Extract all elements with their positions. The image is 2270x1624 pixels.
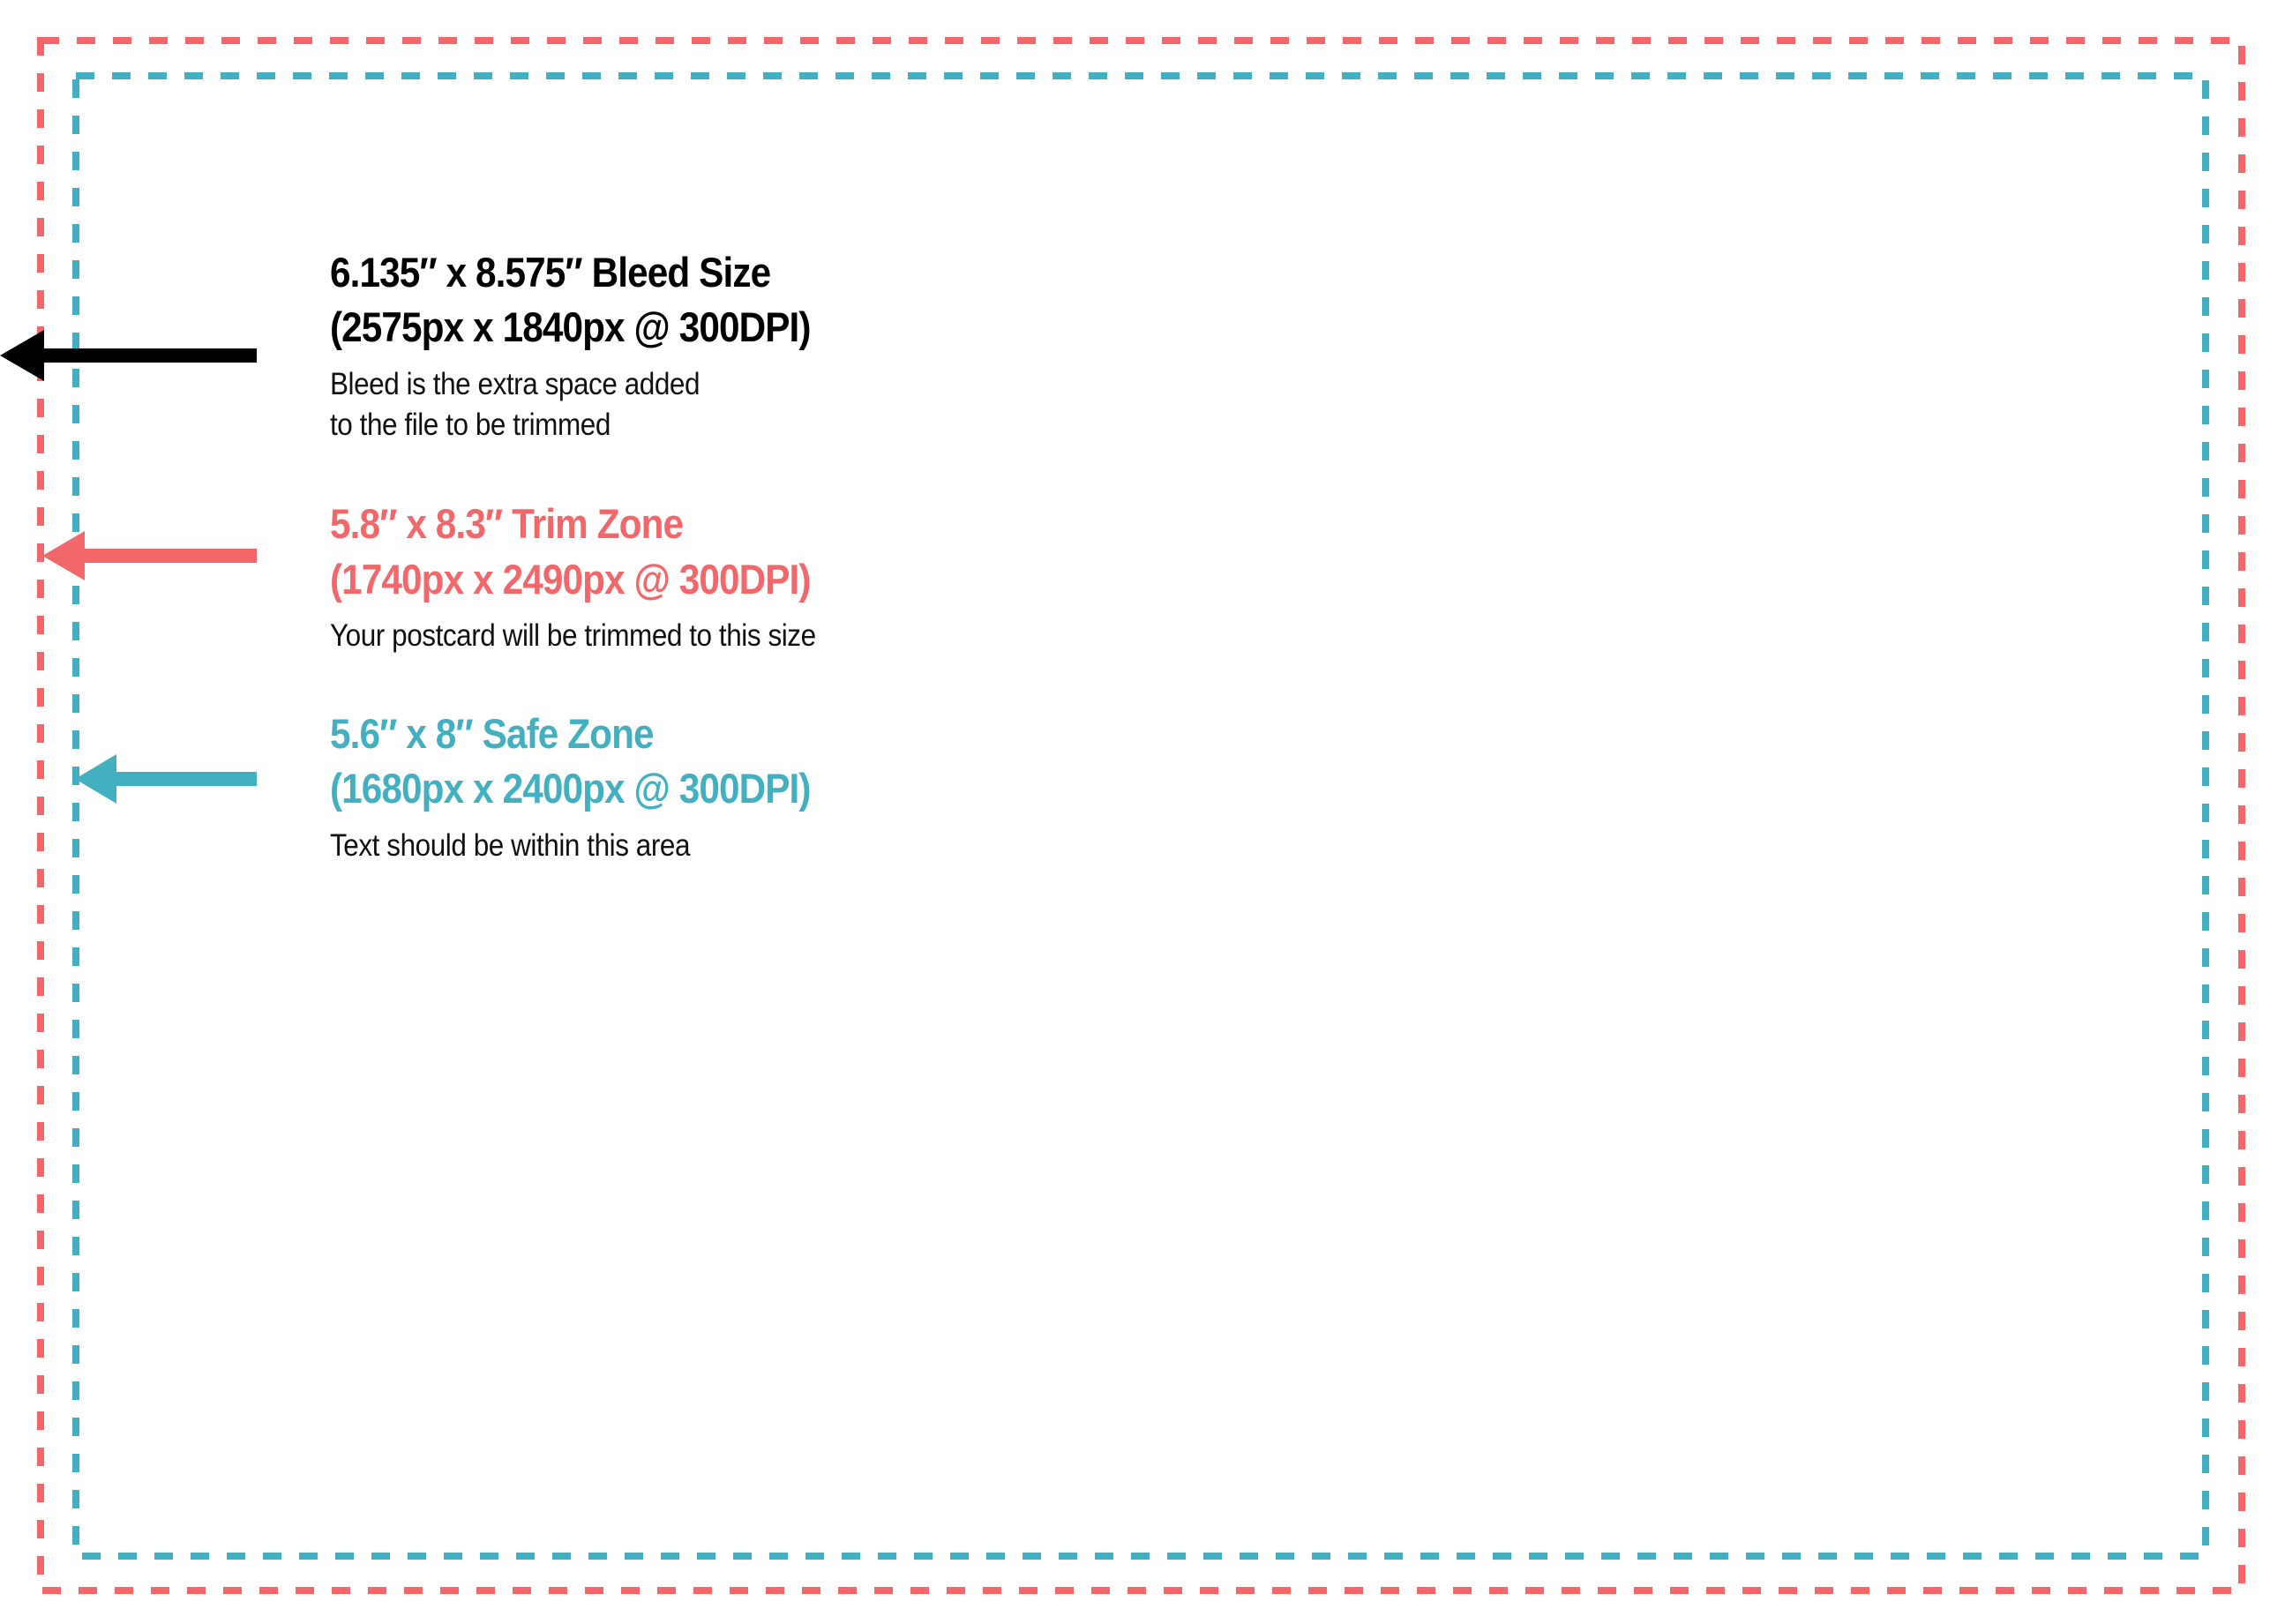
trim-zone-border	[37, 37, 2245, 1594]
trim-arrow-icon	[42, 531, 257, 580]
safe-pixels: (1680px x 2400px @ 300DPI)	[330, 765, 811, 812]
safe-description: Text should be within this area	[330, 828, 691, 863]
safe-zone-border	[72, 72, 2209, 1560]
trim-pixels: (1740px x 2490px @ 300DPI)	[330, 556, 811, 602]
safe-title: 5.6″ x 8″ Safe Zone	[330, 710, 655, 757]
bleed-arrow-icon	[0, 330, 257, 381]
bleed-title: 6.135″ x 8.575″ Bleed Size	[330, 249, 771, 296]
bleed-pixels: (2575px x 1840px @ 300DPI)	[330, 303, 811, 350]
bleed-description-line1: Bleed is the extra space added	[330, 367, 700, 401]
safe-arrow-icon	[75, 754, 257, 804]
bleed-description-line2: to the file to be trimmed	[330, 408, 611, 442]
trim-title: 5.8″ x 8.3″ Trim Zone	[330, 500, 684, 547]
trim-description: Your postcard will be trimmed to this si…	[330, 618, 816, 653]
